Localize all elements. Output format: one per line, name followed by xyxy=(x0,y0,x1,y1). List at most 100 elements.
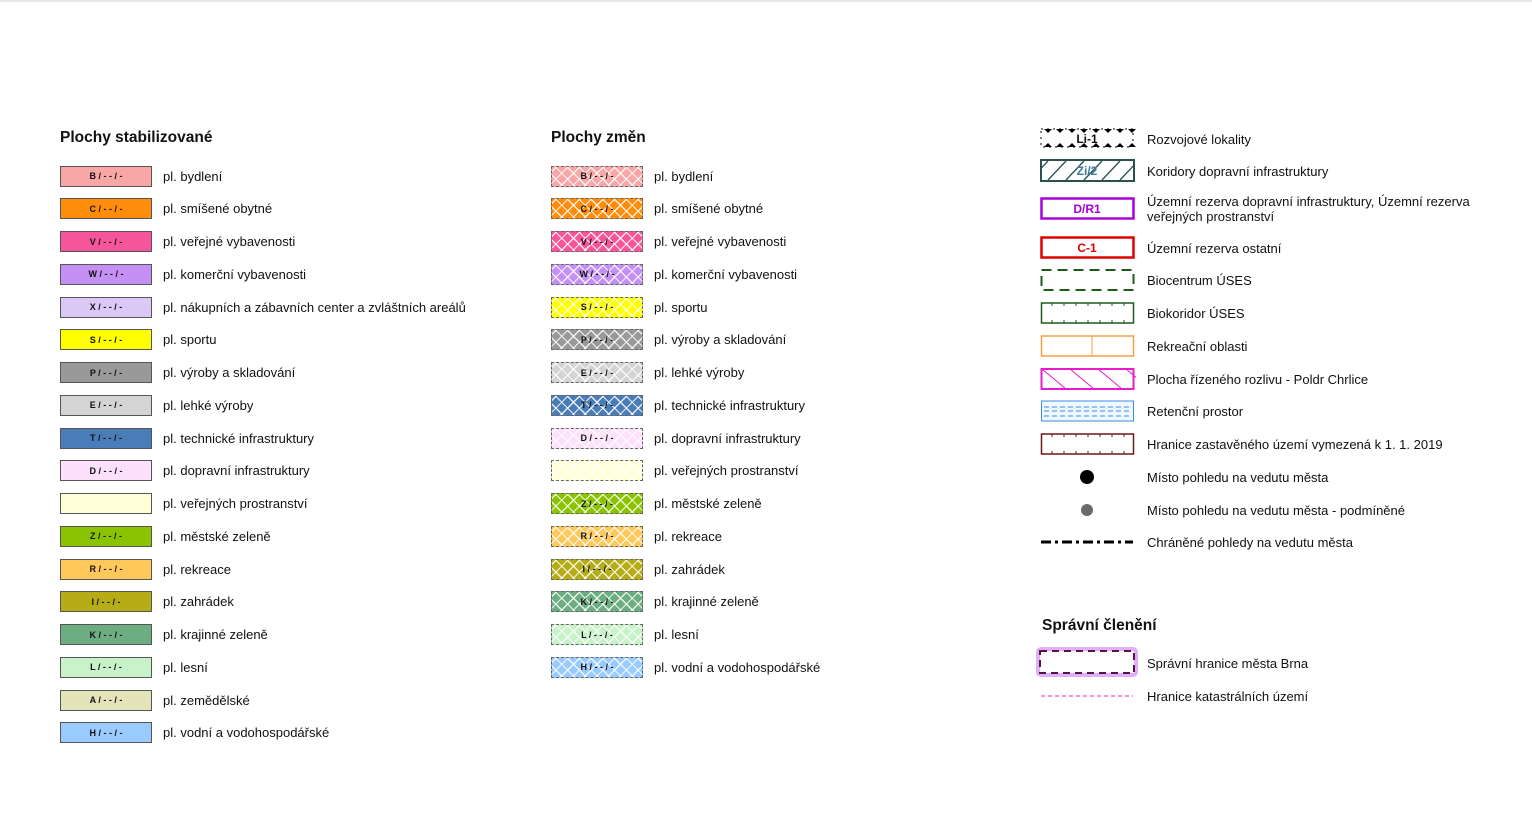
legend-label: pl. městské zeleně xyxy=(654,496,762,511)
legend-item: Biocentrum ÚSES xyxy=(1040,268,1490,292)
color-swatch xyxy=(551,460,643,482)
heading-admin: Správní členění xyxy=(1042,617,1157,634)
city-boundary-icon xyxy=(1035,646,1141,680)
legend-item: D / - - / - pl. dopravní infrastruktury xyxy=(60,459,310,483)
legend-item: L / - - / -pl. lesní xyxy=(551,623,699,647)
biocorridor-icon xyxy=(1040,301,1136,325)
viewpoint-icon xyxy=(1040,465,1136,489)
legend-label: pl. vodní a vodohospodářské xyxy=(163,725,330,741)
legend-item: W / - - / -pl. komerční vybavenosti xyxy=(551,262,797,286)
color-swatch: H / - - / - xyxy=(60,722,152,744)
biocentre-icon xyxy=(1040,268,1136,292)
swatch-code: R / - - / - xyxy=(89,564,123,574)
color-swatch: D / - - / - xyxy=(60,460,152,482)
color-swatch: P / - - / - xyxy=(60,362,152,383)
swatch-code: T / - - / - xyxy=(90,433,122,443)
legend-item: Hranice zastavěného území vymezená k 1. … xyxy=(1040,432,1490,456)
color-swatch: S / - - / - xyxy=(60,329,152,351)
legend-label: pl. veřejných prostranství xyxy=(654,463,799,479)
legend-label: Územní rezerva ostatní xyxy=(1147,240,1282,256)
legend-label: Plocha řízeného rozlivu - Poldr Chrlice xyxy=(1147,371,1369,387)
legend-label: pl. výroby a skladování xyxy=(654,332,787,348)
legend-item: T / - - / - pl. technické infrastruktury xyxy=(551,393,805,417)
svg-text:Zi/2: Zi/2 xyxy=(1077,164,1098,178)
color-swatch: R / - - / - xyxy=(60,558,152,580)
swatch-code: P / - - / - xyxy=(580,334,614,345)
legend-label: pl. dopravní infrastruktury xyxy=(163,463,310,479)
legend-item: Z / - - / -pl. městské zeleně xyxy=(60,524,271,548)
development-locality-icon: Li-1 xyxy=(1040,127,1136,151)
swatch-code: R / - - / - xyxy=(580,531,614,542)
legend-label: Hranice katastrálních území xyxy=(1147,688,1309,704)
legend-label: pl. technické infrastruktury xyxy=(163,430,315,446)
svg-text:Li-1: Li-1 xyxy=(1076,132,1098,146)
legend-label: pl. rekreace xyxy=(163,561,231,577)
transport-corridor-icon: Zi/2 xyxy=(1040,159,1136,183)
legend-item: Rekreační oblasti xyxy=(1040,334,1490,358)
swatch-code: V / - - / - xyxy=(580,236,614,247)
color-swatch: Z / - - / - xyxy=(551,493,643,514)
legend-item: pl. veřejných prostranství xyxy=(60,492,308,516)
swatch-code: W / - - / - xyxy=(88,269,124,280)
legend-item: E / - - / -pl. lehké výroby xyxy=(60,393,253,417)
swatch-code: T / - - / - xyxy=(581,400,613,411)
swatch-code: E / - - / - xyxy=(580,367,614,378)
legend-item: H / - - / - pl. vodní a vodohospodářské xyxy=(60,721,329,745)
color-swatch: Z / - - / - xyxy=(60,525,152,547)
color-swatch: X / - - / - xyxy=(60,296,152,318)
color-swatch: T / - - / - xyxy=(60,427,152,449)
swatch-code: L / - - / - xyxy=(581,629,613,640)
legend-item: A / - - / -pl. zemědělské xyxy=(60,688,250,712)
swatch-code: K / - - / - xyxy=(580,596,614,607)
swatch-code: D / - - / - xyxy=(89,465,123,476)
legend-label: pl. bydlení xyxy=(163,168,223,184)
swatch-code: B / - - / - xyxy=(89,171,123,181)
legend-item: W / - - / -pl. komerční vybavenosti xyxy=(60,262,306,286)
legend-item: C / - - / -pl. smíšené obytné xyxy=(60,197,272,221)
legend-item: S / - - / -pl. sportu xyxy=(60,328,216,352)
color-swatch xyxy=(60,493,152,514)
legend-item: H / - - / -pl. vodní a vodohospodářské xyxy=(551,655,820,679)
page-top-border xyxy=(0,0,1532,2)
legend-item: B / - - / - pl. bydlení xyxy=(60,164,222,188)
legend-item: L / - - / -pl. lesní xyxy=(60,655,208,679)
legend-label: pl. krajinné zeleně xyxy=(163,627,268,642)
legend-item: B / - - / -pl. bydlení xyxy=(551,164,713,188)
color-swatch: I / - - / - xyxy=(551,558,643,580)
swatch-code: C / - - / - xyxy=(580,203,614,214)
cadastral-boundary-icon xyxy=(1040,684,1136,708)
reserve-other-icon: C-1 xyxy=(1040,236,1136,260)
legend-label: Chráněné pohledy na vedutu města xyxy=(1147,534,1353,550)
legend-label: Rekreační oblasti xyxy=(1147,338,1248,354)
legend-label: Koridory dopravní infrastruktury xyxy=(1147,163,1329,179)
legend-label: pl. smíšené obytné xyxy=(654,201,764,217)
swatch-code: B / - - / - xyxy=(580,171,614,181)
legend-item: Správní hranice města Brna xyxy=(1035,647,1308,677)
legend-item: R / - - / - pl. rekreace xyxy=(551,524,722,548)
legend-item: C / - - / - pl. smíšené obytné xyxy=(551,197,763,221)
legend-label: pl. krajinné zeleně xyxy=(654,594,759,610)
legend-item: X / - - / -pl. nákupních a zábavních cen… xyxy=(60,295,466,319)
legend-item: Biokoridor ÚSES xyxy=(1040,301,1490,325)
color-swatch: S / - - / - xyxy=(551,296,643,318)
legend-item: R / - - / - pl. rekreace xyxy=(60,557,231,581)
color-swatch: K / - - / - xyxy=(60,624,152,645)
legend-item: D / - - / -pl. dopravní infrastruktury xyxy=(551,426,801,450)
heading-changes: Plochy změn xyxy=(551,129,646,146)
legend-item: Retenční prostor xyxy=(1040,399,1490,423)
legend-label: Rozvojové lokality xyxy=(1147,131,1252,147)
legend-item: Z / - - / - pl. městské zeleně xyxy=(551,492,762,516)
legend-label: pl. technické infrastruktury xyxy=(654,397,806,413)
color-swatch: V / - - / - xyxy=(551,231,643,252)
legend-label: pl. sportu xyxy=(654,299,708,315)
legend-label: pl. veřejné vybavenosti xyxy=(163,234,296,249)
retention-icon xyxy=(1040,399,1136,423)
reserve-transport-icon: D/R1 xyxy=(1040,197,1136,221)
recreation-area-icon xyxy=(1040,334,1136,358)
legend-item: K / - - / - pl. krajinné zeleně xyxy=(551,590,759,614)
legend-label: pl. vodní a vodohospodářské xyxy=(654,659,821,675)
flood-area-icon xyxy=(1040,367,1136,391)
legend-item: I / - - / -pl. zahrádek xyxy=(60,590,234,614)
legend-label: pl. rekreace xyxy=(654,528,722,544)
legend-item: Hranice katastrálních území xyxy=(1040,684,1308,708)
